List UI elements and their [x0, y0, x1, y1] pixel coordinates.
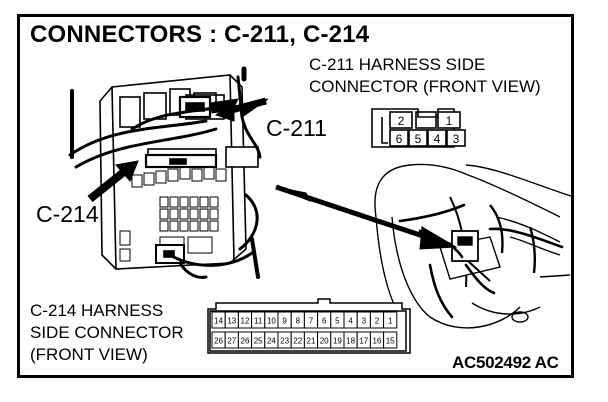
c214-bottom-pin-label: 15 — [386, 337, 395, 346]
c211-caption-line2: CONNECTOR (FRONT VIEW) — [309, 77, 541, 96]
c214-top-pin-label: 1 — [388, 317, 393, 326]
c214-top-pin-label: 9 — [282, 317, 287, 326]
c214-bottom-pin-label: 16 — [373, 337, 382, 346]
c214-bottom-pin-label: 24 — [267, 337, 276, 346]
c214-bottom-pin-label: 26 — [214, 337, 223, 346]
c214-caption-line2: SIDE CONNECTOR — [30, 323, 184, 342]
c214-bottom-pin-label: 19 — [333, 337, 342, 346]
c214-bottom-pin-cell — [383, 331, 398, 349]
c214-caption-line1: C-214 HARNESS — [30, 301, 164, 320]
c211-caption-line1: C-211 HARNESS SIDE — [309, 55, 486, 74]
c214-bottom-pin-label: 21 — [307, 337, 316, 346]
c214-top-pin-label: 8 — [296, 317, 301, 326]
c211-callout-label: C-211 — [266, 115, 327, 141]
c214-caption-line3: (FRONT VIEW) — [30, 345, 148, 364]
c214-top-pin-label: 3 — [362, 317, 367, 326]
c214-top-pin-cell — [383, 311, 398, 329]
c214-top-pin-label: 4 — [348, 317, 353, 326]
c214-top-pin-label: 10 — [267, 317, 276, 326]
c214-top-pin-label: 14 — [214, 317, 223, 326]
c214-top-pin-label: 5 — [335, 317, 340, 326]
c214-top-pin-label: 6 — [322, 317, 327, 326]
c214-callout-label: C-214 — [36, 201, 99, 227]
harness-wires — [68, 66, 262, 279]
c214-bottom-row-cells: 26 27 26 25 24 23 22 21 20 19 18 17 16 15 — [211, 331, 398, 349]
c214-top-pin-label: 7 — [309, 317, 314, 326]
c214-bottom-pin-label: 22 — [293, 337, 302, 346]
figure-code: AC502492 AC — [452, 353, 559, 372]
c214-bottom-pin-label: 17 — [359, 337, 368, 346]
c214-bottom-pin-label: 20 — [320, 337, 329, 346]
c214-top-pin-label: 12 — [241, 317, 250, 326]
c214-bottom-pin-label: 25 — [254, 337, 263, 346]
c214-top-pin-label: 11 — [254, 317, 263, 326]
c214-top-pin-label: 2 — [375, 317, 380, 326]
c214-bottom-pin-label: 18 — [346, 337, 355, 346]
c214-bottom-pin-label: 26 — [241, 337, 250, 346]
junction-block — [99, 74, 259, 270]
location-pointer — [275, 184, 458, 250]
c214-bottom-pin-label: 27 — [227, 337, 236, 346]
steering-column-illustration — [374, 163, 575, 329]
page-title: CONNECTORS : C-211, C-214 — [30, 21, 370, 48]
c214-bottom-pin-label: 23 — [280, 337, 289, 346]
c211-connector-face — [371, 108, 466, 148]
c214-top-pin-label: 13 — [227, 317, 236, 326]
callout-arrows — [87, 97, 269, 203]
